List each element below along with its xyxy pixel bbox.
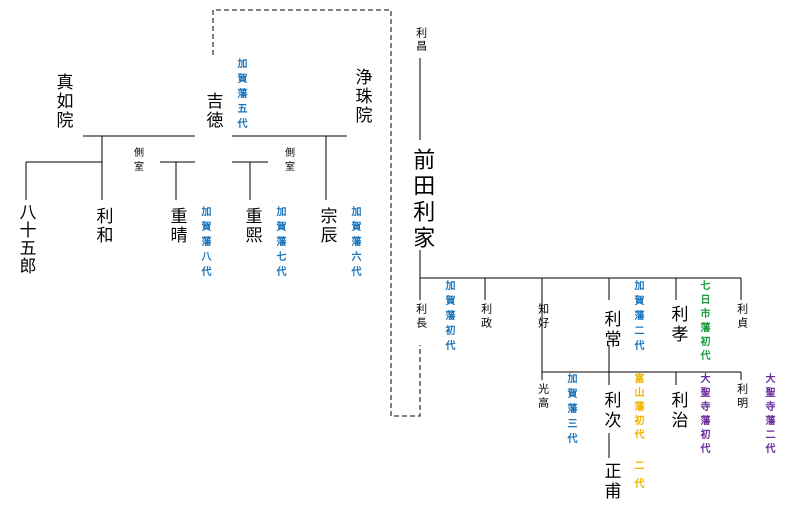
person-yoshinori: 吉徳 [202, 92, 223, 130]
person-shigehiro: 重晴 [166, 207, 187, 245]
title-masatoshi: 二代 [632, 460, 643, 496]
title-yoshinori: 加賀藩五代 [235, 58, 246, 133]
person-toshiharu: 利治 [667, 391, 688, 431]
person-toshiaki: 利明 [735, 383, 749, 411]
person-jojuin: 浄珠院 [351, 68, 372, 125]
person-toshitaka: 利孝 [667, 305, 688, 345]
person-toshimasa: 利昌 [414, 27, 428, 53]
title-munetoki: 加賀藩六代 [349, 206, 360, 281]
title-toshinaga: 加賀藩初代 [443, 280, 454, 355]
title-toshitsugu: 富山藩初代 [632, 373, 643, 443]
person-mitsutaka: 光高 [536, 383, 550, 411]
concubine-label-left: 側室 [131, 147, 143, 175]
title-toshitsune: 加賀藩二代 [632, 280, 643, 355]
title-toshitaka: 七日市藩初代 [698, 280, 709, 364]
person-toshisada: 利貞 [735, 303, 749, 331]
person-shinnyoin: 真如院 [52, 73, 73, 130]
person-toshitsune: 利常 [600, 310, 621, 350]
person-masatoshi: 正甫 [600, 462, 621, 502]
title-toshiaki: 大聖寺藩二代 [763, 373, 774, 457]
title-shigemitsu: 加賀藩七代 [274, 206, 285, 281]
person-toshitsugu: 利次 [600, 391, 621, 431]
person-yasogoro: 八十五郎 [15, 203, 36, 275]
person-munetoki: 宗辰 [316, 207, 337, 245]
person-toshimasa2: 利政 [479, 303, 493, 331]
person-toshinaga: 利長 [414, 303, 428, 331]
person-toshikazu: 利和 [92, 207, 113, 245]
person-tomoyoshi: 知好 [536, 303, 550, 331]
person-toshiie: 前田利家 [409, 148, 435, 252]
title-toshiharu: 大聖寺藩初代 [698, 373, 709, 457]
title-mitsutaka: 加賀藩三代 [565, 373, 576, 448]
concubine-label-right: 側室 [282, 147, 294, 175]
person-shigemitsu: 重煕 [241, 207, 262, 245]
adoption-dashed-line [212, 9, 421, 417]
title-shigehiro: 加賀藩八代 [199, 206, 210, 281]
